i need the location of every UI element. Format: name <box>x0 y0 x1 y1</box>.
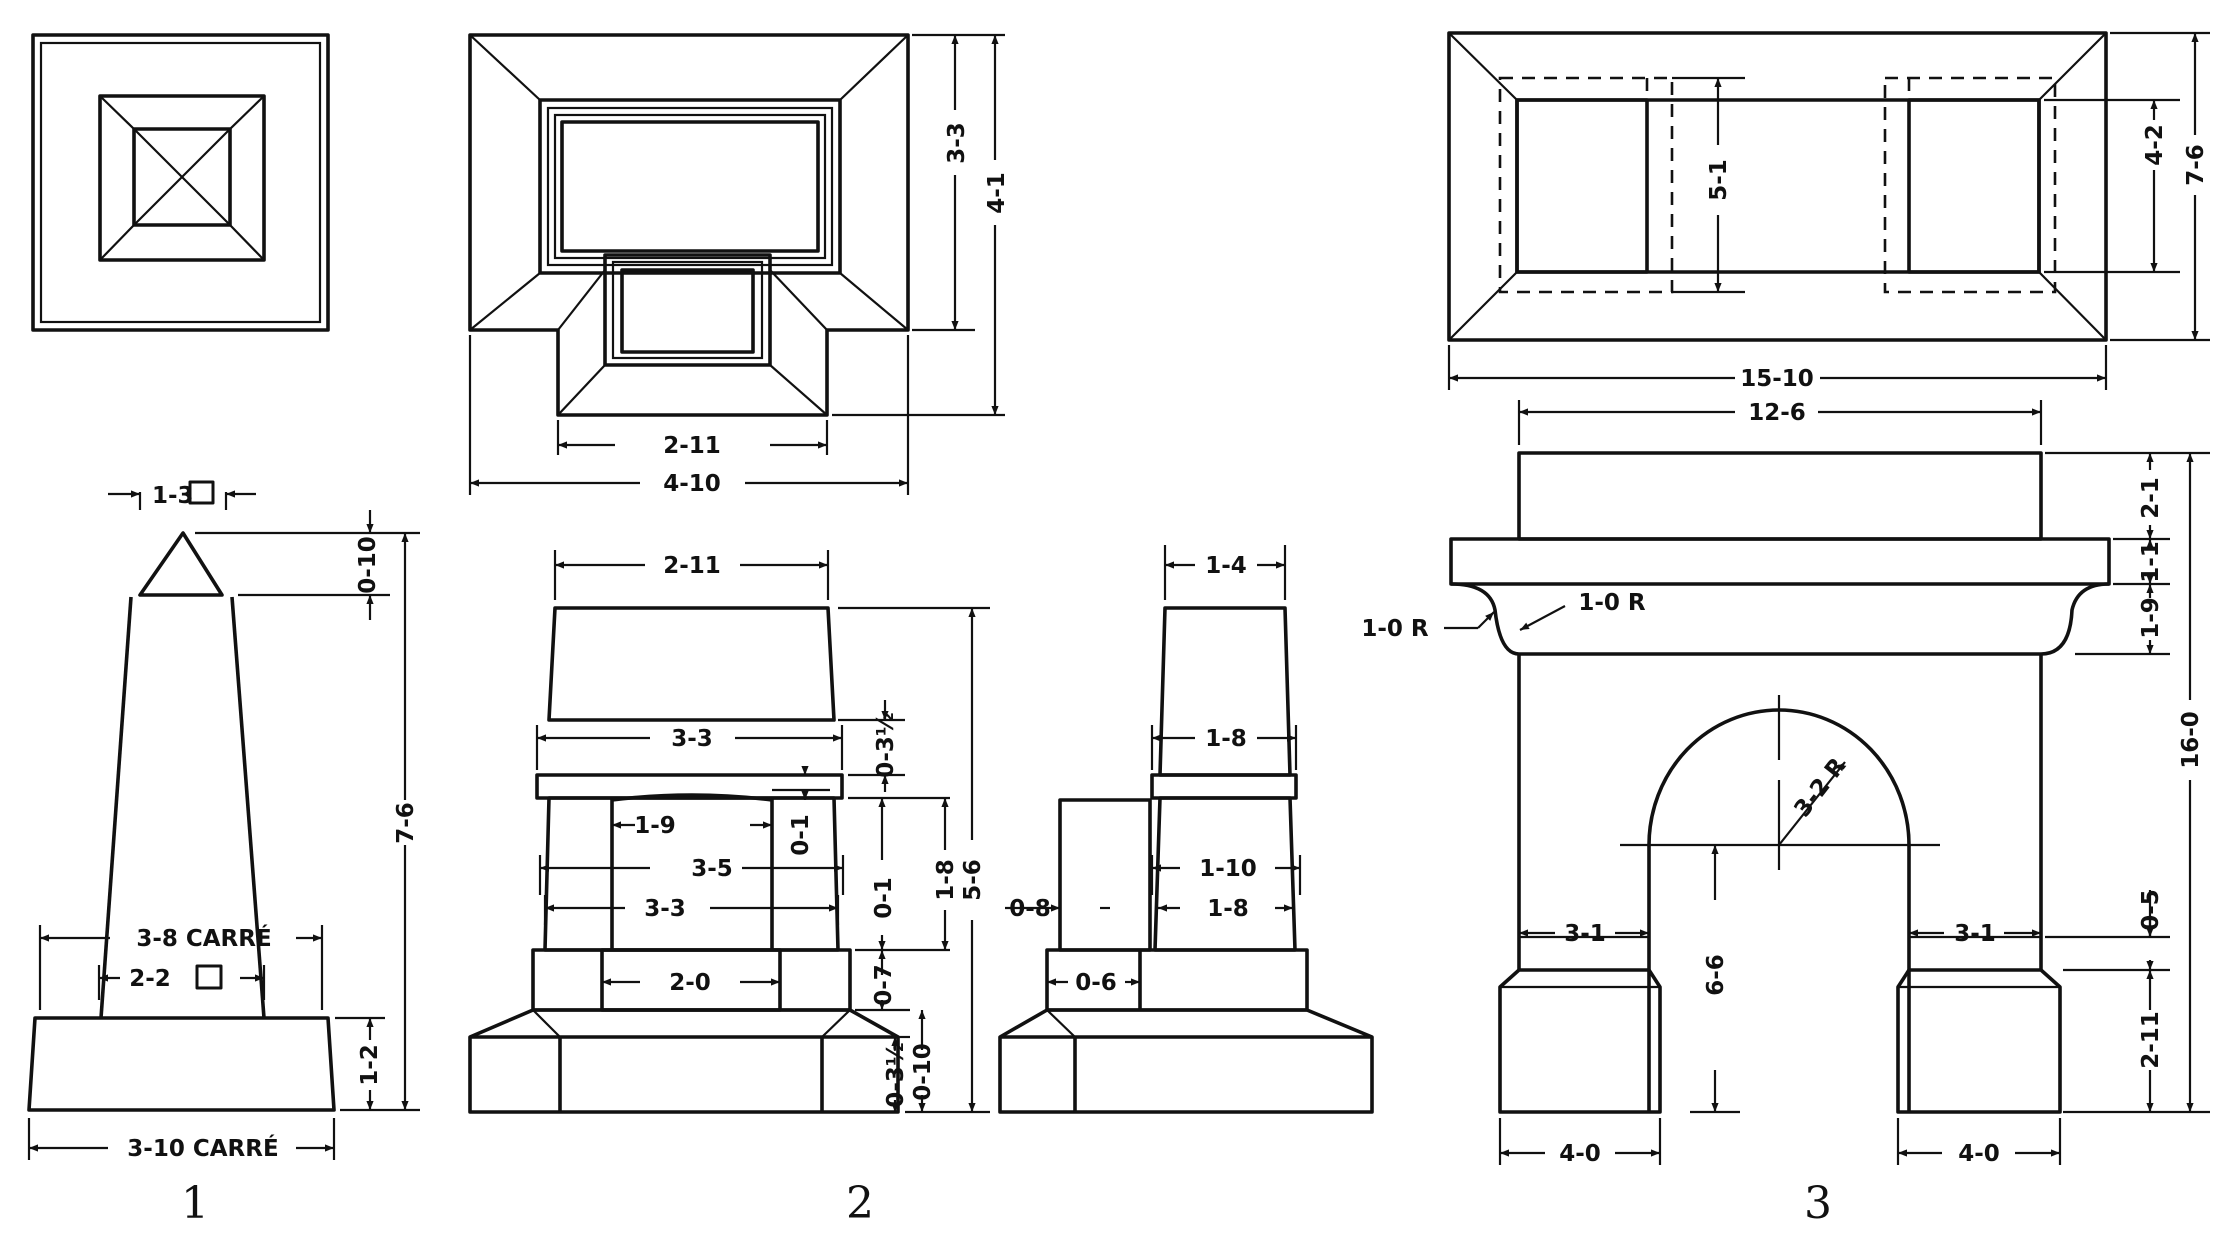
fig2-number: 2 <box>846 1178 874 1229</box>
fig2-base-chamfer-label: 0-3½ <box>883 1042 909 1107</box>
fig1-plan-view <box>31 33 330 332</box>
fig2-side-top-width-label: 1-4 <box>1205 553 1247 579</box>
fig3-plinth-height-label: 2-11 <box>2138 1011 2164 1069</box>
fig1-total-height-label: 7-6 <box>393 802 419 844</box>
fig2-plan-dimensions: 2-11 4-10 3-3 4-1 <box>468 33 1010 497</box>
fig2-plan-inner-width-label: 2-11 <box>663 433 721 459</box>
fig2-body-height-lower-label: 0-1 <box>871 877 897 919</box>
fig1-number: 1 <box>181 1178 209 1229</box>
fig2-body-width-upper-label: 3-5 <box>691 856 733 882</box>
fig3-plan-width-label: 15-10 <box>1740 366 1814 392</box>
fig2-body-width-lower-label: 3-3 <box>644 896 686 922</box>
fig3-number: 3 <box>1804 1178 1832 1229</box>
fig2-front-elevation <box>468 606 900 1114</box>
fig3-pier-width-left-label: 3-1 <box>1564 921 1606 947</box>
fig1-dimensions: 1-3 0-10 7-6 3-8 CARRÉ 2-2 <box>27 480 420 1162</box>
fig2-body-height-label: 1-8 <box>933 859 959 901</box>
fig3-plinth-width-right-label: 4-0 <box>1958 1141 2000 1167</box>
fig2-base-height-label: 0-10 <box>910 1043 936 1101</box>
fig1-shaft-square-label: 2-2 <box>129 966 171 992</box>
fig3-plan-depth-label: 7-6 <box>2183 144 2209 186</box>
fig1-square-symbol <box>188 480 215 505</box>
fig1-shaft-base-label: 3-8 CARRÉ <box>136 924 271 952</box>
fig2-side-dimensions: 1-4 1-8 1-10 1-8 0-8 0-6 <box>1005 545 1302 1000</box>
fig3-attic-height-label: 2-1 <box>2138 477 2164 519</box>
fig2-side-body-width-lower-label: 1-8 <box>1207 896 1249 922</box>
fig3-total-height-label: 16-0 <box>2178 711 2204 769</box>
fig2-front-dimensions: 2-11 3-3 0-3½ 0-1 1-9 3-5 <box>535 550 990 1114</box>
fig3-arch-radius-label: 3-2 R <box>1790 753 1852 822</box>
fig3-plan-dimensions: 5-1 4-2 7-6 15-10 <box>1447 31 2210 392</box>
fig3-plan-outer-inner-depth-label: 4-2 <box>2142 124 2168 166</box>
fig2-step-height-label: 0-7 <box>871 964 897 1006</box>
fig2-side-body-width-label: 1-10 <box>1199 856 1257 882</box>
fig3-cove-radius-inner-label: 1-0 R <box>1578 590 1646 616</box>
fig2-plan-depth-label: 4-1 <box>984 172 1010 214</box>
fig2-step-width-label: 2-0 <box>669 970 711 996</box>
fig1-base-height-label: 1-2 <box>357 1044 383 1086</box>
fig2-plan-width-label: 4-10 <box>663 471 721 497</box>
fig2-cap-width-label: 3-3 <box>671 726 713 752</box>
fig3-plan-inner-depth-label: 5-1 <box>1706 159 1732 201</box>
fig1-top-square-label: 1-3 <box>152 483 194 509</box>
fig1-square-symbol-2 <box>195 964 223 990</box>
fig3-cornice-height-label: 1-1 <box>2138 541 2164 583</box>
fig2-side-block-height-label: 0-8 <box>1009 896 1051 922</box>
fig2-front-top-width-label: 2-11 <box>663 553 721 579</box>
fig3-top-width-label: 12-6 <box>1748 400 1806 426</box>
fig2-side-cap-width-label: 1-8 <box>1205 726 1247 752</box>
fig3-cove-radius-outer-label: 1-0 R <box>1361 616 1429 642</box>
fig2-side-elevation <box>998 606 1374 1114</box>
fig1-elevation <box>27 531 336 1112</box>
fig2-plan-view <box>468 33 910 417</box>
fig2-front-top-height-label: 0-3½ <box>873 712 899 777</box>
fig3-impost-height-label: 0-5 <box>2138 889 2164 931</box>
fig3-pier-width-right-label: 3-1 <box>1954 921 1996 947</box>
fig2-plan-inner-depth-label: 3-3 <box>944 122 970 164</box>
figure-2-altar: 2-11 4-10 3-3 4-1 <box>468 33 1374 1229</box>
fig1-pyramid-height-label: 0-10 <box>355 536 381 594</box>
fig3-plinth-width-left-label: 4-0 <box>1559 1141 1601 1167</box>
fig3-plan-view <box>1447 31 2108 342</box>
fig3-elevation-dimensions: 12-6 2-1 1-1 1-9 0-5 2-11 <box>1361 400 2210 1167</box>
fig2-total-height-label: 5-6 <box>960 859 986 901</box>
fig3-cove-height-label: 1-9 <box>2138 597 2164 639</box>
fig2-cap-height-label: 0-1 <box>788 814 814 856</box>
fig2-side-step-depth-label: 0-6 <box>1075 970 1117 996</box>
fig1-base-width-label: 3-10 CARRÉ <box>127 1134 278 1162</box>
figure-3-arch: 5-1 4-2 7-6 15-10 <box>1361 31 2210 1229</box>
figure-1-obelisk: 1-3 0-10 7-6 3-8 CARRÉ 2-2 <box>27 33 420 1229</box>
fig3-opening-height-label: 6-6 <box>1703 954 1729 996</box>
fig2-niche-width-label: 1-9 <box>634 813 676 839</box>
